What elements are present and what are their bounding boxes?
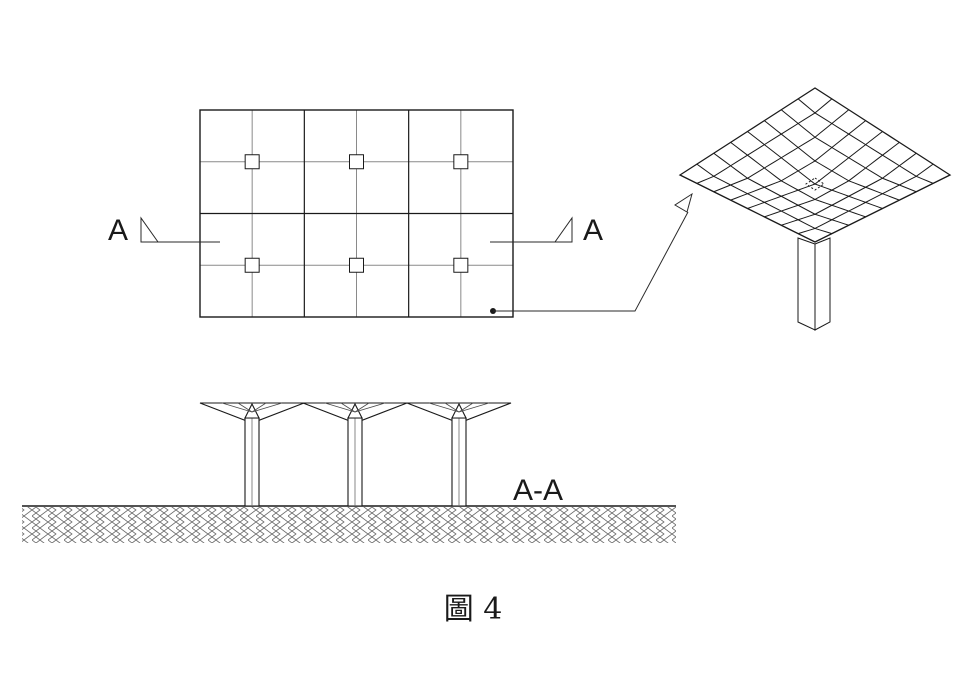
iso-column-head bbox=[805, 177, 825, 191]
iso-mesh-line-u bbox=[780, 109, 917, 193]
section-canopy-rib bbox=[221, 402, 253, 413]
iso-mesh-line-u bbox=[797, 98, 934, 184]
plan-major-grid bbox=[199, 109, 514, 318]
section-canopy-rib bbox=[458, 402, 490, 413]
section-marker-left: A bbox=[108, 214, 220, 247]
plan-column-markers bbox=[244, 154, 469, 273]
section-title: A-A bbox=[513, 474, 563, 507]
plan-column-square bbox=[244, 154, 260, 170]
plan-column-square bbox=[349, 154, 364, 170]
iso-mesh-line-v bbox=[764, 141, 900, 218]
section-marker-right-label: A bbox=[583, 214, 603, 247]
iso-mesh-line-u bbox=[764, 120, 900, 201]
ground-hatch bbox=[22, 507, 676, 543]
iso-mesh-line-v bbox=[781, 152, 917, 226]
iso-canopy-mesh bbox=[678, 87, 952, 243]
plan-column-square bbox=[453, 154, 469, 170]
section-marker-right: A bbox=[490, 214, 603, 247]
plan-column-square bbox=[453, 257, 469, 273]
section-canopy-rib bbox=[458, 402, 474, 413]
iso-mesh-line-v bbox=[747, 131, 883, 209]
section-canopy-rib bbox=[237, 402, 253, 413]
iso-canopy-outline bbox=[678, 87, 952, 243]
section-canopy-rib bbox=[354, 402, 370, 413]
section-canopy-rib bbox=[340, 402, 356, 413]
section-canopy-rib bbox=[428, 402, 460, 413]
plan-column-square bbox=[244, 257, 260, 273]
section-canopy-rib bbox=[324, 402, 356, 413]
leader-line bbox=[493, 211, 689, 312]
iso-column bbox=[797, 237, 831, 331]
iso-mesh-line-v bbox=[797, 163, 934, 235]
section-view: A-A bbox=[22, 402, 676, 543]
section-canopy-rib bbox=[444, 402, 460, 413]
plan-view bbox=[199, 109, 514, 318]
detail-leader bbox=[490, 192, 693, 314]
section-arrow-left bbox=[140, 216, 159, 243]
section-marker-left-label: A bbox=[108, 214, 128, 247]
section-arrow-right bbox=[554, 216, 573, 243]
section-canopy-rib bbox=[251, 402, 267, 413]
section-columns bbox=[199, 402, 512, 507]
leader-arrowhead bbox=[674, 192, 693, 213]
section-canopy-rib bbox=[354, 402, 386, 413]
plan-column-square bbox=[349, 257, 364, 273]
isometric-umbrella-detail bbox=[678, 87, 952, 331]
figure-caption: 圖 4 bbox=[444, 592, 503, 627]
section-canopy-rib bbox=[251, 402, 283, 413]
